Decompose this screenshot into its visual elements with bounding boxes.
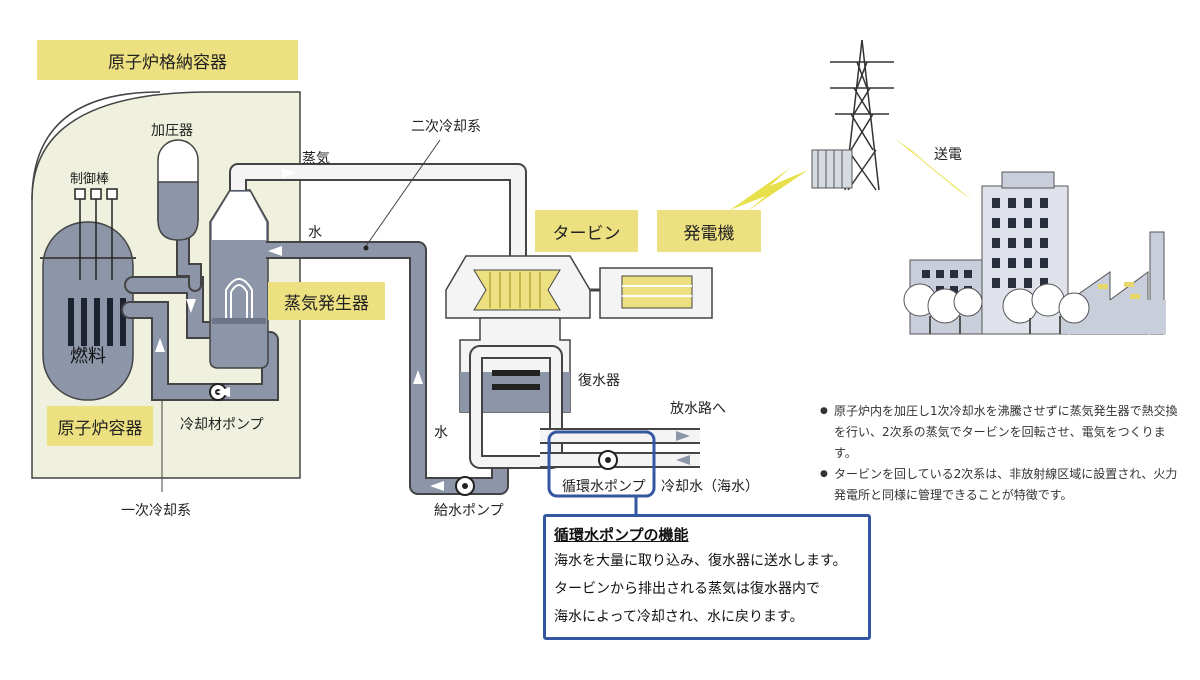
note-item: タービンを回している2次系は、非放射線区域に設置され、火力発電所と同様に管理でき… [820,464,1180,506]
steam-generator-vessel [209,189,269,369]
circ-pump-callout: 循環水ポンプの機能 海水を大量に取り込み、復水器に送水します。 タービンから排出… [543,514,871,640]
feed-pump-label: 給水ポンプ [434,503,504,519]
containment-label: 原子炉格納容器 [37,40,298,80]
condenser-label: 復水器 [578,373,620,389]
circ-pump-label: 循環水ポンプ [562,479,646,495]
reactor-vessel [40,221,136,401]
control-rods-label: 制御棒 [70,172,110,187]
note-item: 原子炉内を加圧し1次冷却水を沸騰させずに蒸気発生器で熱交換を行い、2次系の蒸気で… [820,401,1180,464]
control-rods [74,188,118,280]
circ-pump-highlight [547,430,656,498]
explanation-notes: 原子炉内を加圧し1次冷却水を沸騰させずに蒸気発生器で熱交換を行い、2次系の蒸気で… [820,401,1180,506]
callout-line: 海水によって冷却され、水に戻ります。 [554,609,804,625]
transmission-label: 送電 [934,147,962,163]
callout-line: 海水を大量に取り込み、復水器に送水します。 [554,553,847,569]
callout-title: 循環水ポンプの機能 [554,526,689,544]
coolant-pump-label: 冷却材ポンプ [180,417,264,433]
pressurizer [157,139,199,241]
electricity-spark [730,138,972,212]
generator-label: 発電機 [657,210,761,252]
insulator [811,149,853,189]
discharge-label: 放水路へ [670,401,726,417]
callout-line: タービンから排出される蒸気は復水器内で [554,581,820,597]
water-top-label: 水 [308,225,322,241]
generator-unit [599,267,713,319]
water-mid-label: 水 [434,425,448,441]
fuel-label: 燃料 [70,346,106,367]
condenser-unit [459,317,571,469]
steam-generator-label: 蒸気発生器 [268,282,385,320]
primary-cooling-label: 一次冷却系 [121,503,191,519]
turbine-label: タービン [535,210,638,252]
primary-loop [121,223,279,401]
reactor-vessel-label: 原子炉容器 [47,406,153,446]
cooling-water-label: 冷却水（海水） [661,479,759,495]
steam-pipe [229,163,527,268]
city-buildings [903,171,1166,335]
cooling-water-lines [540,428,700,468]
steam-label: 蒸気 [302,151,330,167]
secondary-cooling-label: 二次冷却系 [411,119,481,135]
pressurizer-label: 加圧器 [151,123,193,139]
